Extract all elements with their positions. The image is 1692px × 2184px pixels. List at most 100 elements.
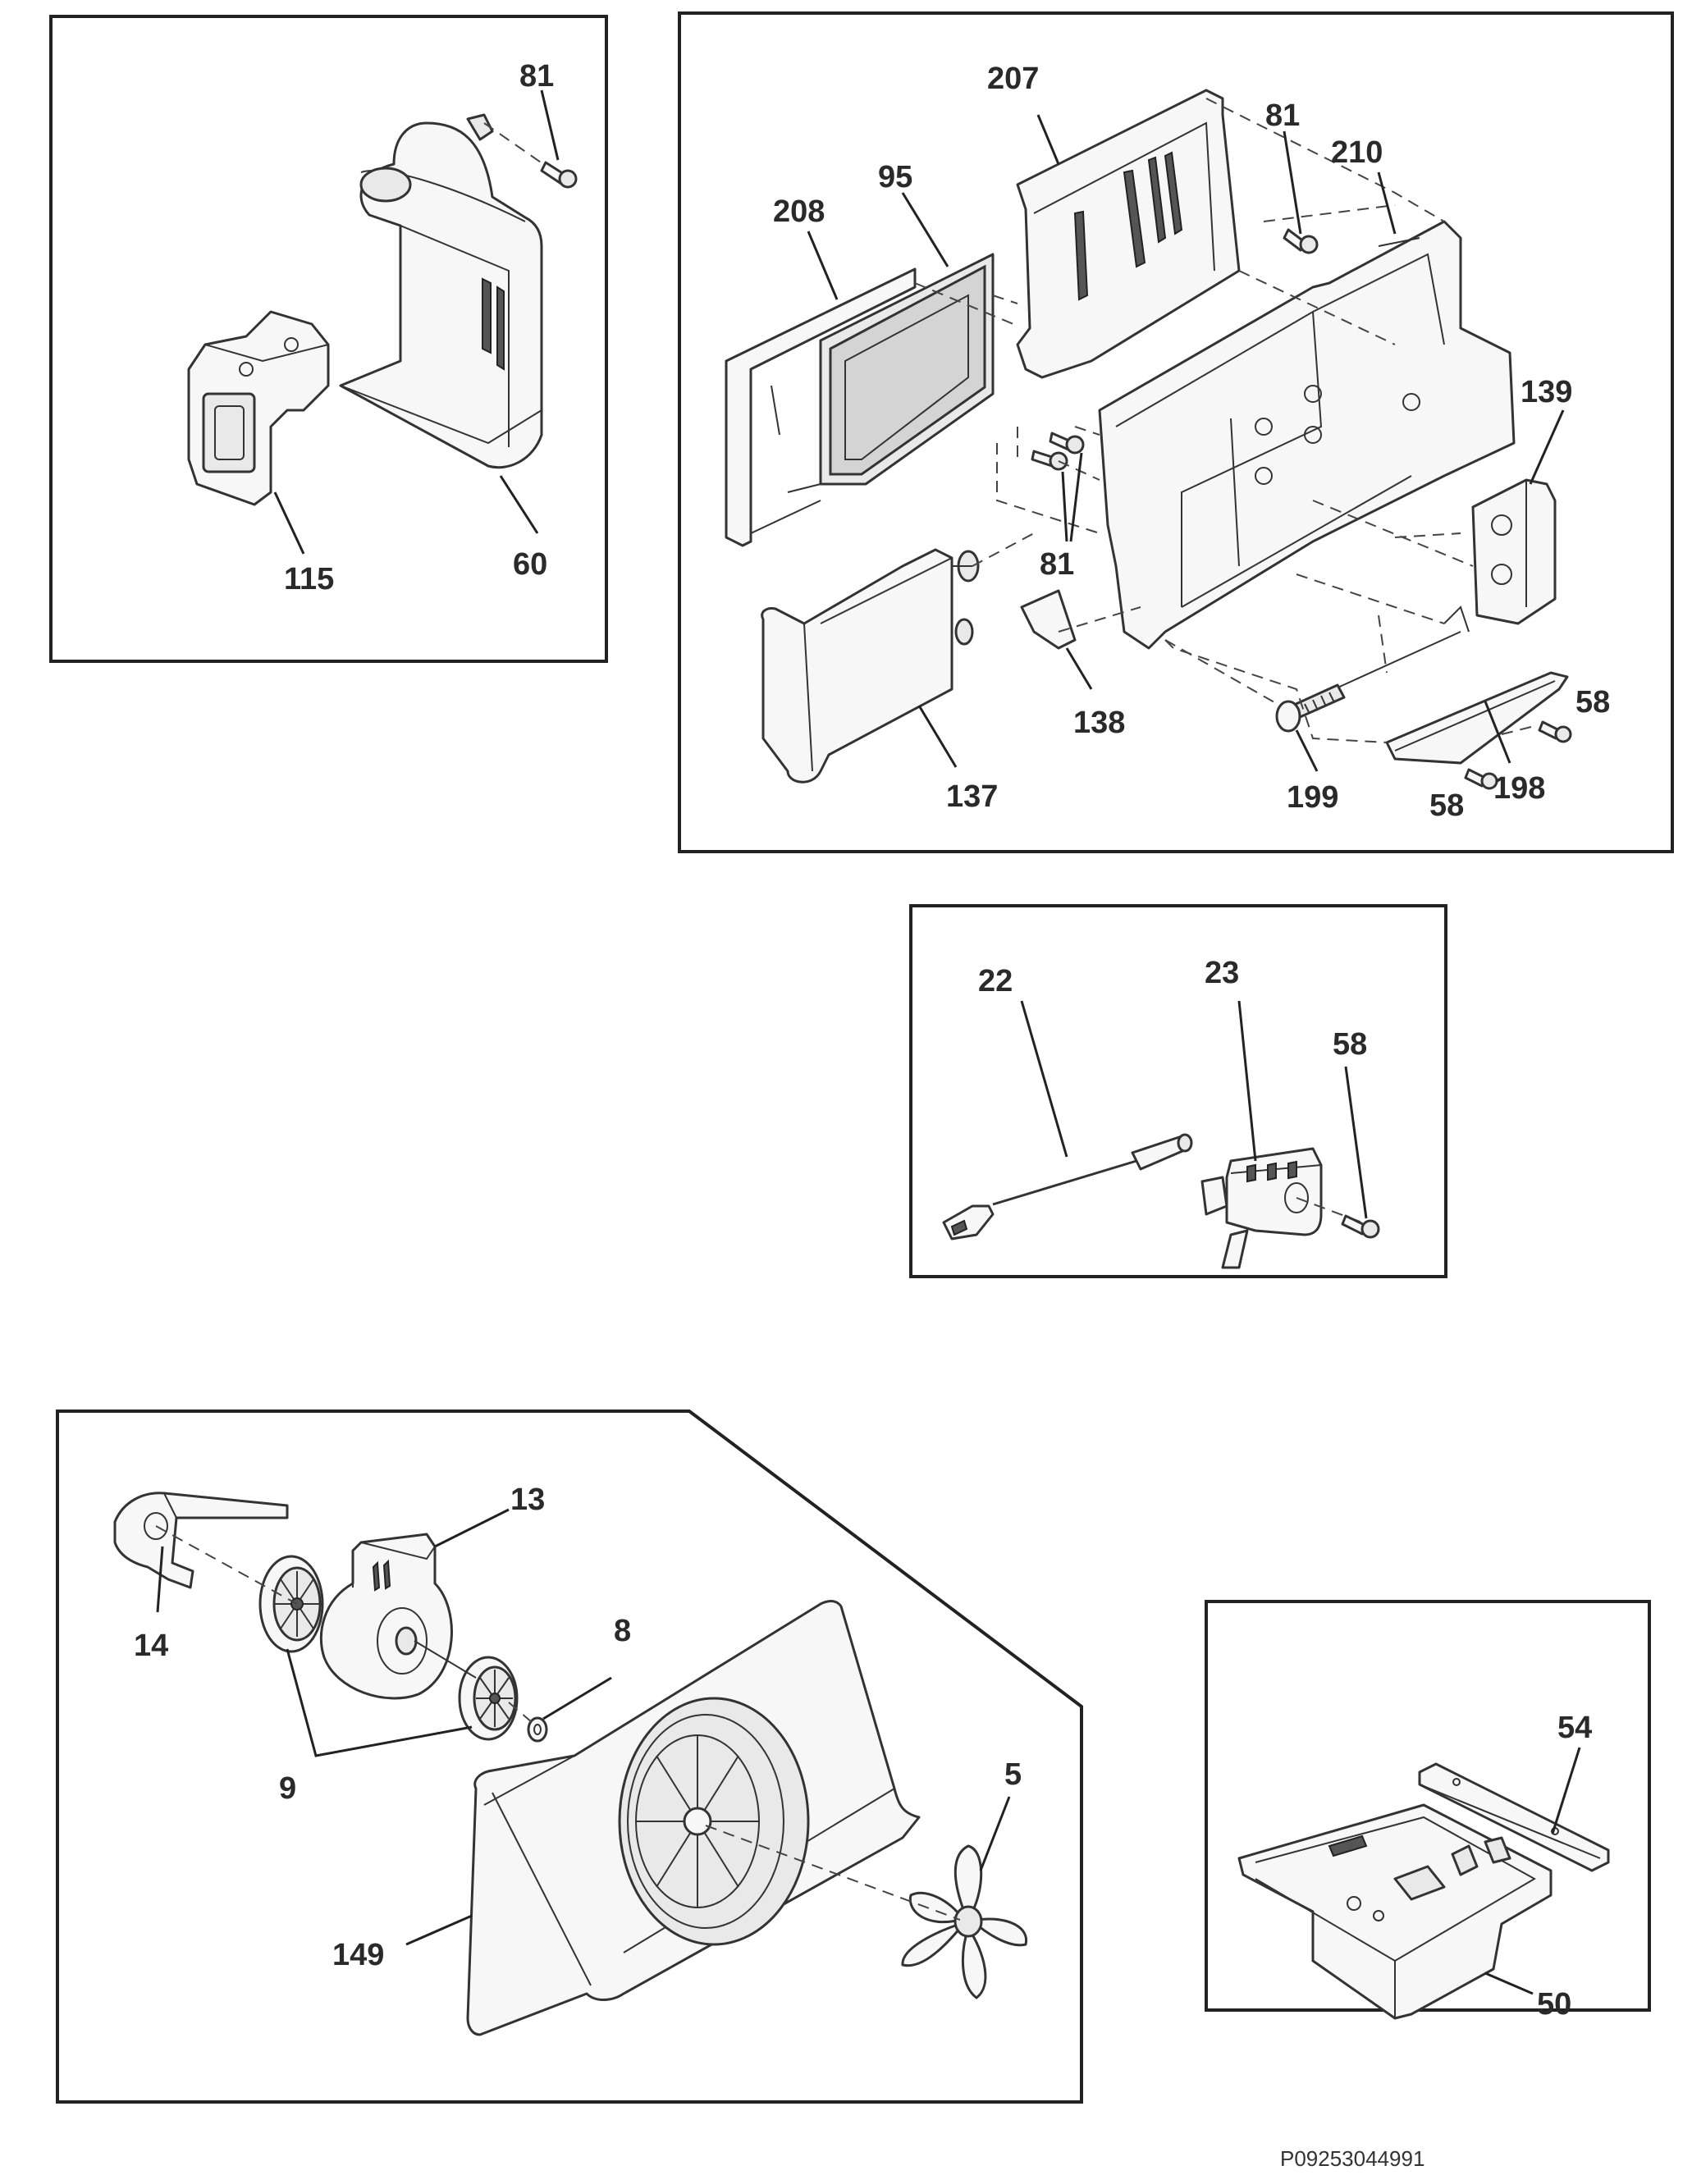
callout: 138 [1073, 706, 1125, 740]
part-95-filter [819, 253, 995, 486]
assembly-line [1164, 639, 1388, 743]
leader-14 [156, 1546, 164, 1613]
panel-middle-right-frame [909, 904, 1447, 1278]
part-9-pulley [458, 1656, 519, 1741]
callout: 58 [1575, 685, 1610, 720]
assembly-line [1238, 270, 1396, 345]
part-208-tray [725, 267, 917, 547]
callout: 58 [1333, 1027, 1367, 1062]
assembly-line [1263, 204, 1396, 222]
panel-bottom-left: 13 8 14 9 5 149 [113, 1483, 1028, 2036]
document-id: P09253044991 [1280, 2146, 1424, 2171]
callout: 22 [978, 964, 1013, 998]
leader-81-b [1061, 452, 1083, 542]
panel-top-right: 207 81 210 208 95 139 81 138 137 58 199 … [725, 62, 1610, 823]
part-81-screw [1283, 228, 1319, 254]
callout: 199 [1287, 780, 1338, 815]
callout: 9 [279, 1771, 296, 1806]
part-22-sensor [942, 1133, 1193, 1240]
callout: 81 [519, 59, 554, 94]
leader-60 [499, 475, 539, 534]
panel-top-left: 81 115 60 [187, 59, 578, 596]
part-138-clip [1020, 589, 1077, 650]
assembly-line [1164, 639, 1281, 706]
leader-81 [1283, 130, 1302, 235]
callout: 54 [1557, 1711, 1592, 1745]
callout: 13 [510, 1483, 545, 1517]
callout: 198 [1493, 771, 1545, 806]
panel-middle-right: 22 23 58 [942, 956, 1380, 1269]
callout: 139 [1521, 375, 1572, 409]
part-58-screw [1538, 720, 1572, 743]
callout: 14 [134, 1629, 168, 1663]
callout: 58 [1429, 788, 1464, 823]
part-58-screw [1296, 1197, 1380, 1239]
leader-199 [1295, 729, 1319, 772]
part-14-bracket [113, 1492, 289, 1589]
callout: 23 [1205, 956, 1239, 990]
part-5-fan-blade [901, 1844, 1028, 1999]
part-81-screw [1031, 450, 1068, 471]
part-54-strip [1418, 1762, 1610, 1872]
assembly-line [992, 295, 1018, 304]
assembly-line [1501, 725, 1535, 735]
part-13-motor [319, 1533, 477, 1700]
part-81-screw [483, 122, 578, 189]
part-207-guide [1016, 89, 1241, 379]
part-198-plate [1385, 671, 1569, 765]
leader-23 [1237, 1000, 1257, 1162]
assembly-line [1296, 573, 1445, 624]
assembly-line [705, 1825, 961, 1921]
callout: 8 [614, 1614, 631, 1648]
callout: 50 [1537, 1987, 1571, 2022]
assembly-line [972, 532, 1035, 567]
callout: 210 [1331, 135, 1383, 170]
part-50-board-housing [1237, 1803, 1553, 2020]
leader-138 [1065, 647, 1093, 690]
part-8-washer [527, 1716, 548, 1743]
part-139-switch [1471, 478, 1557, 625]
callout: 149 [332, 1938, 384, 1972]
callout: 115 [284, 562, 334, 596]
callout: 60 [513, 547, 547, 582]
leader-149 [405, 1914, 473, 1946]
assembly-line [1378, 615, 1388, 674]
panel-bottom-left-frame [56, 1410, 1083, 2104]
leader-115 [273, 491, 305, 555]
part-115-motor-block [187, 310, 330, 506]
leader-210 [1377, 171, 1397, 235]
callout: 207 [987, 62, 1039, 96]
part-58-screw [1464, 768, 1498, 790]
part-210-frame [1098, 220, 1516, 650]
assembly-line [1312, 500, 1474, 567]
leader-139 [1529, 409, 1565, 485]
callout: 208 [773, 194, 825, 229]
leader-54 [1551, 1747, 1581, 1834]
panel-top-right-frame [678, 11, 1674, 853]
callout: 137 [946, 779, 998, 814]
callout: 81 [1265, 98, 1300, 133]
part-149-shroud [466, 1600, 921, 2036]
part-23-cover [1200, 1147, 1323, 1269]
leader-95 [901, 192, 949, 267]
leader-50 [1484, 1972, 1534, 1995]
leader-58 [1344, 1066, 1368, 1219]
leader-5 [979, 1796, 1011, 1871]
leader-198 [1484, 701, 1511, 764]
leader-9 [286, 1648, 473, 1757]
part-81-screw [1049, 432, 1085, 455]
part-9-pulley [258, 1555, 324, 1653]
panel-bottom-right-frame [1205, 1600, 1651, 2012]
part-60-housing [339, 113, 543, 469]
panel-bottom-right: 54 50 [1237, 1711, 1610, 2022]
leader-22 [1020, 1000, 1068, 1158]
callout: 81 [1040, 547, 1074, 582]
part-199-spring-rod [1275, 605, 1470, 733]
callout: 5 [1004, 1757, 1022, 1792]
assembly-line [1394, 532, 1461, 538]
callout: 95 [878, 160, 912, 194]
assembly-line [508, 1702, 538, 1728]
leader-137 [917, 705, 958, 768]
panel-top-left-frame [49, 15, 608, 663]
leader-13 [434, 1508, 510, 1548]
